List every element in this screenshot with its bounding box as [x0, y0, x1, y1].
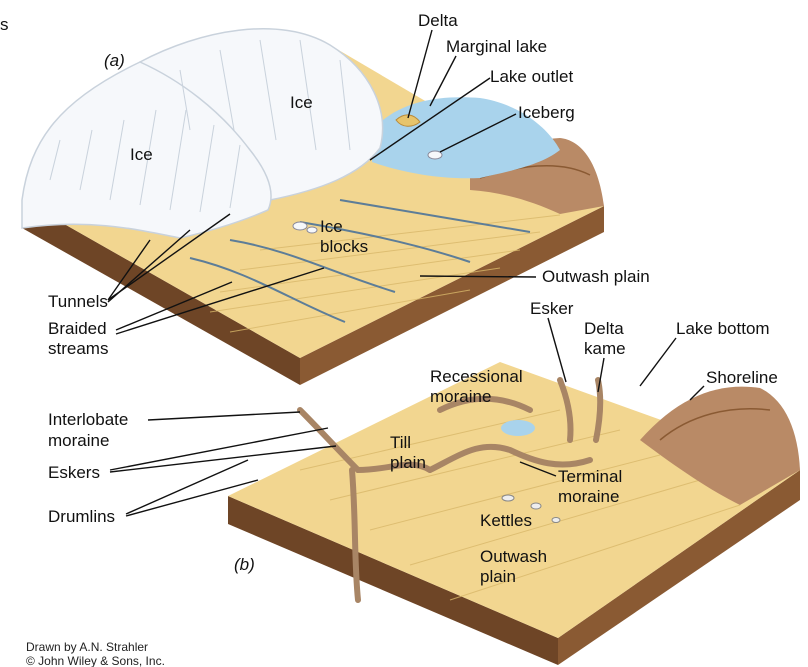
label-ice-upper: Ice — [290, 93, 313, 112]
kettle-1 — [502, 495, 514, 501]
label-lake-outlet: Lake outlet — [490, 67, 573, 86]
label-interlobate-2: moraine — [48, 431, 109, 450]
label-ice-left: Ice — [130, 145, 153, 164]
label-outwash-plain-a: Outwash plain — [542, 267, 650, 286]
label-recessional-2: moraine — [430, 387, 491, 406]
block-diagram-b: Esker Delta kame Lake bottom Recessional… — [48, 299, 800, 665]
panel-b-tag: (b) — [234, 555, 255, 574]
label-tunnels: Tunnels — [48, 292, 108, 311]
label-terminal-1: Terminal — [558, 467, 622, 486]
small-lake-b — [501, 420, 535, 436]
label-interlobate-1: Interlobate — [48, 410, 128, 429]
label-braided-2: streams — [48, 339, 108, 358]
label-delta-kame-1: Delta — [584, 319, 624, 338]
iceberg-shape — [428, 151, 442, 159]
block-diagram-a: (a) Delta Marginal lake Lake outlet Iceb… — [22, 11, 650, 385]
corner-text: s — [0, 15, 9, 34]
label-terminal-2: moraine — [558, 487, 619, 506]
label-till-1: Till — [390, 433, 411, 452]
label-shoreline: Shoreline — [706, 368, 778, 387]
label-kettles: Kettles — [480, 511, 532, 530]
panel-a-tag: (a) — [104, 51, 125, 70]
kettle-2 — [531, 503, 541, 509]
label-esker: Esker — [530, 299, 574, 318]
label-recessional-1: Recessional — [430, 367, 523, 386]
label-lake-bottom: Lake bottom — [676, 319, 770, 338]
ice-block-1 — [293, 222, 307, 230]
label-delta: Delta — [418, 11, 458, 30]
label-delta-kame-2: kame — [584, 339, 626, 358]
label-drumlins: Drumlins — [48, 507, 115, 526]
credit-line-1: Drawn by A.N. Strahler — [26, 640, 148, 654]
kettle-3 — [552, 518, 560, 523]
label-eskers: Eskers — [48, 463, 100, 482]
label-ice-blocks-1: Ice — [320, 217, 343, 236]
label-ice-blocks-2: blocks — [320, 237, 368, 256]
label-outwash-b-2: plain — [480, 567, 516, 586]
ice-block-2 — [307, 227, 317, 233]
label-iceberg: Iceberg — [518, 103, 575, 122]
credit-line-2: © John Wiley & Sons, Inc. — [26, 654, 165, 667]
label-outwash-b-1: Outwash — [480, 547, 547, 566]
label-till-2: plain — [390, 453, 426, 472]
label-braided-1: Braided — [48, 319, 107, 338]
label-marginal-lake: Marginal lake — [446, 37, 547, 56]
